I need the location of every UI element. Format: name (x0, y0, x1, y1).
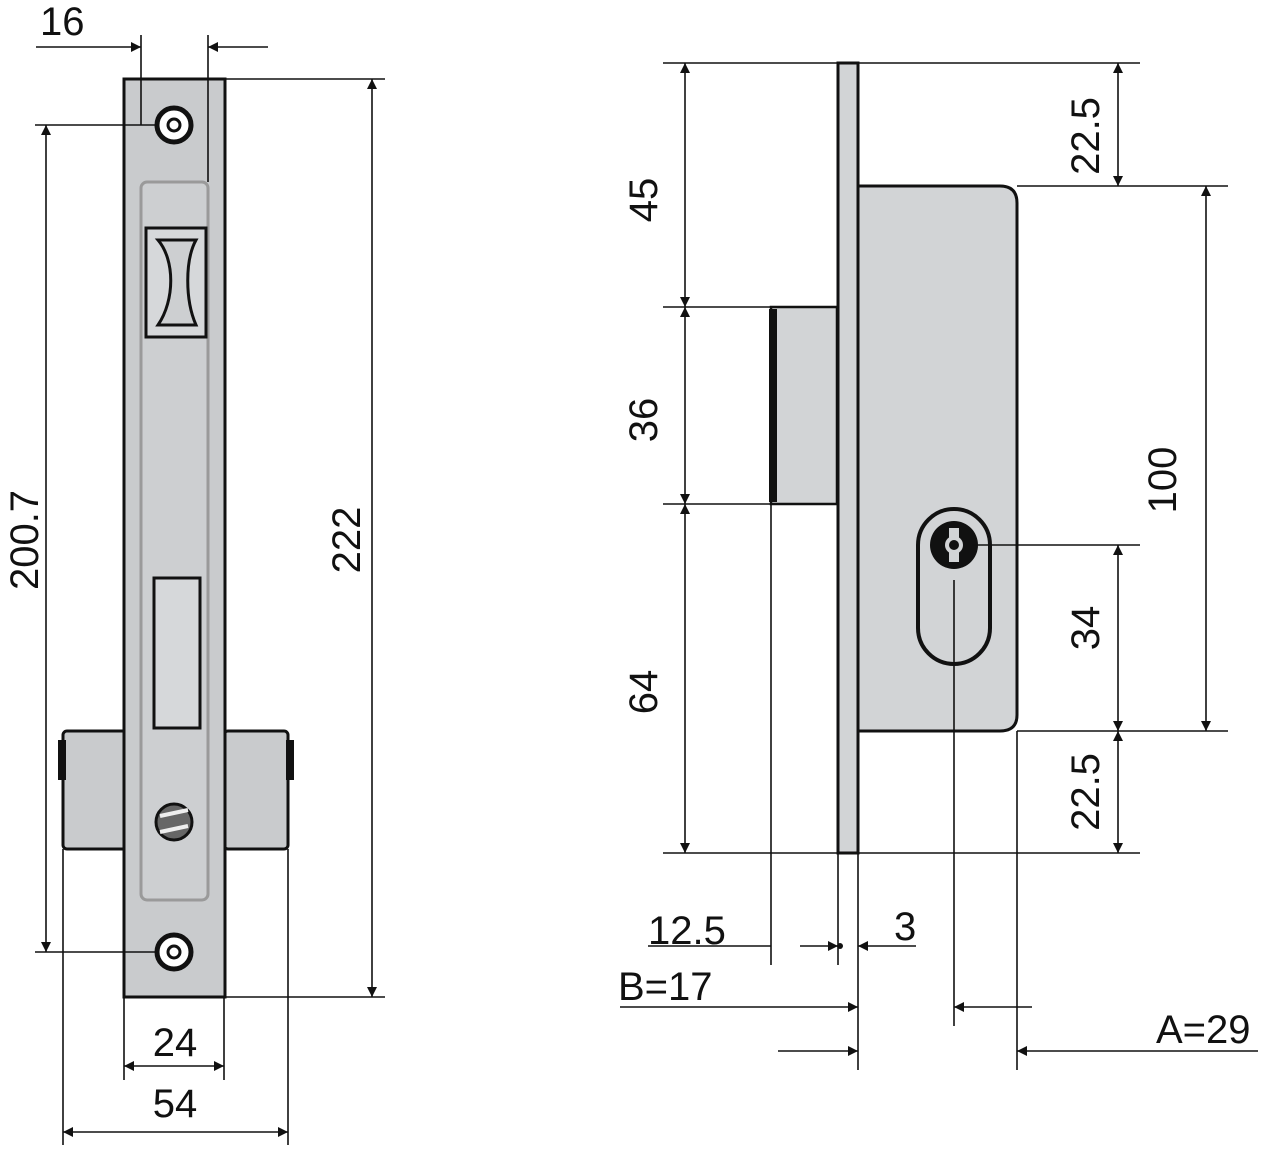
cylinder-hole-icon (916, 507, 992, 666)
dim-16: 16 (40, 0, 85, 44)
dim-a-29: A=29 (1156, 1008, 1251, 1052)
cylinder-right-cap (286, 740, 294, 780)
dim-200-7: 200.7 (3, 490, 47, 590)
cylinder-left-cap (58, 740, 66, 780)
dim-22-5-bottom: 22.5 (1064, 753, 1108, 831)
dim-64: 64 (622, 670, 666, 715)
bottom-screw-icon (154, 932, 194, 972)
dim-24: 24 (153, 1021, 198, 1065)
dim-54: 54 (153, 1082, 198, 1126)
dim-3: 3 (894, 905, 916, 949)
dim-22-5-top: 22.5 (1064, 97, 1108, 175)
faceplate-edge (836, 61, 860, 855)
dim-100: 100 (1141, 447, 1185, 514)
front-view: 16 200.7 222 24 54 (3, 0, 385, 1145)
top-screw-icon (154, 105, 194, 145)
cylinder-left (61, 729, 129, 851)
center-screw-icon (154, 802, 194, 842)
dim-222: 222 (325, 507, 369, 574)
dim-36: 36 (622, 398, 666, 443)
deadbolt-slot (152, 576, 202, 730)
dim-12-5: 12.5 (648, 909, 726, 953)
dim-34: 34 (1064, 606, 1108, 651)
cylinder-right (222, 729, 290, 851)
latch-projection (769, 305, 839, 506)
latch-bolt (144, 226, 208, 339)
dim-45: 45 (622, 178, 666, 223)
dim-b-17: B=17 (618, 965, 713, 1009)
side-view: 45 36 64 22.5 34 22.5 100 12.5 3 B=17 A=… (618, 61, 1258, 1070)
